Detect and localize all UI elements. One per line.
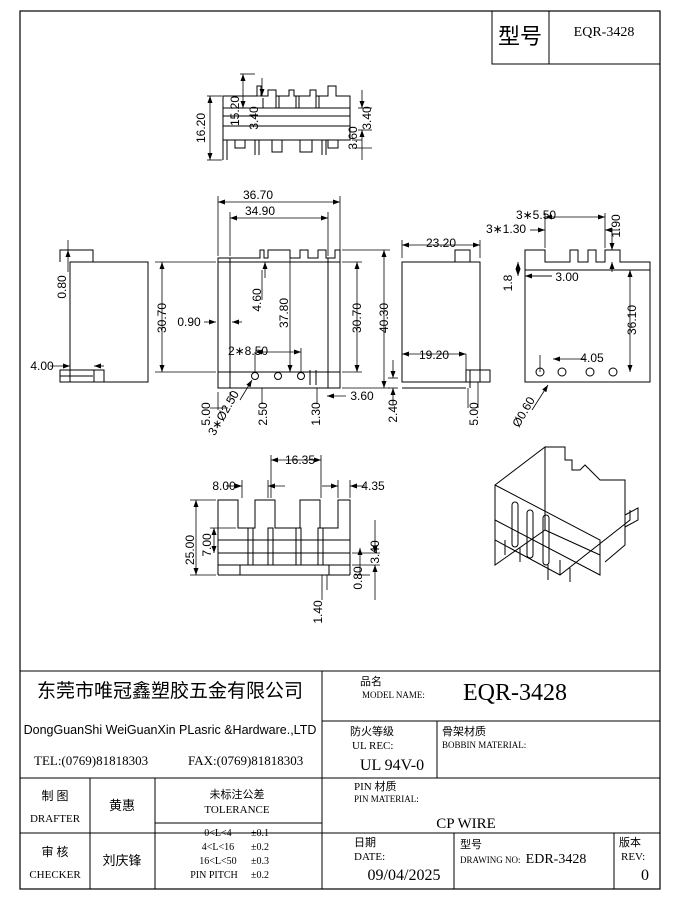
company-name-en: DongGuanShi WeiGuanXin PLasric &Hardware… (24, 723, 317, 737)
dim-37-80: 37.80 (277, 298, 291, 328)
dim-2-50: 2.50 (256, 402, 270, 426)
dim-4-60: 4.60 (250, 288, 264, 312)
dim-4-05: 4.05 (580, 351, 604, 365)
dim-3-40-bottom: 3.40 (368, 540, 382, 564)
dim-1-8: 1.8 (501, 274, 515, 291)
ul-label-cn: 防火等级 (350, 724, 394, 738)
isometric-view (494, 445, 639, 582)
dim-0-90: 0.90 (177, 315, 201, 329)
drafter-name: 黄惠 (109, 798, 135, 813)
bottom-view (217, 499, 351, 576)
dim-5-00-side: 5.00 (467, 402, 481, 426)
dim-30-70-left: 30.70 (155, 303, 169, 333)
dim-15-20: 15.20 (228, 96, 242, 126)
drawing-label-en: DRAWING NO: (460, 855, 521, 865)
model-name-label-en: MODEL NAME: (362, 690, 425, 700)
dim-4-00: 4.00 (30, 359, 54, 373)
right-side-view (401, 249, 491, 389)
right-side-dims (401, 240, 481, 408)
header-box: 型号 EQR-3428 (491, 10, 661, 65)
checker-label-cn: 审 核 (41, 844, 68, 859)
dim-8-00: 8.00 (212, 479, 236, 493)
bottom-view-dims (190, 455, 380, 600)
tolerance-value: ±0.1 (251, 828, 269, 839)
dim-3-40-right: 3.40 (360, 106, 374, 130)
dim-23-20: 23.20 (426, 236, 456, 250)
dim-3x5-50: 3∗5.50 (516, 208, 556, 222)
tolerance-value: ±0.2 (251, 870, 269, 881)
dim-3-00: 3.00 (555, 270, 579, 284)
drafter-label-en: DRAFTER (30, 813, 81, 825)
dim-25-00: 25.00 (183, 535, 197, 565)
dim-7-00: 7.00 (200, 533, 214, 557)
dim-0-80: 0.80 (55, 275, 69, 299)
dim-3-60: 3.60 (346, 126, 360, 150)
dim-3x1-30: 3∗1.30 (486, 222, 526, 236)
dim-5-00-front: 5.00 (199, 402, 213, 426)
tolerance-label-en: TOLERANCE (204, 804, 269, 816)
pin-material-value: CP WIRE (436, 816, 496, 832)
drafter-label-cn: 制 图 (41, 789, 68, 803)
dim-1-40: 1.40 (311, 600, 325, 624)
company-fax: FAX:(0769)81818303 (188, 753, 303, 768)
dim-1-90: 1.90 (609, 214, 623, 238)
ul-label-en: UL REC: (352, 740, 393, 752)
top-view-dims (207, 73, 372, 161)
ul-value: UL 94V-0 (360, 757, 424, 774)
front-view-dims (155, 196, 398, 410)
dim-40-30: 40.30 (377, 303, 391, 333)
drawing-number: EDR-3428 (526, 852, 587, 867)
date-label-en: DATE: (354, 851, 385, 863)
dim-16-35: 16.35 (285, 453, 315, 467)
pin-label-en: PIN MATERIAL: (354, 794, 419, 804)
pin-label-cn: PIN 材质 (354, 779, 396, 793)
dim-19-20: 19.20 (419, 348, 449, 362)
dim-16-20: 16.20 (194, 113, 208, 143)
rev-label-en: REV: (621, 851, 645, 863)
rev-label-cn: 版本 (619, 835, 641, 849)
model-name-value: EQR-3428 (463, 680, 567, 706)
dim-34-90: 34.90 (245, 204, 275, 218)
top-view (222, 85, 351, 160)
title-block (20, 670, 660, 889)
dim-dia-0-60: Ø0.60 (509, 394, 538, 430)
rev-value: 0 (641, 867, 649, 884)
bobbin-label-en: BOBBIN MATERIAL: (442, 740, 526, 750)
dim-0-80-bottom: 0.80 (351, 566, 365, 590)
tolerance-range: 0<L<4 (204, 828, 231, 839)
tolerance-value: ±0.3 (251, 856, 269, 867)
dim-4-35: 4.35 (361, 479, 385, 493)
tolerance-range: PIN PITCH (190, 870, 238, 881)
dim-3-60-front: 3.60 (350, 389, 374, 403)
dim-2-40: 2.40 (386, 399, 400, 423)
dim-30-70-right: 30.70 (350, 303, 364, 333)
date-value: 09/04/2025 (368, 867, 441, 884)
tolerance-range: 16<L<50 (199, 856, 236, 867)
left-side-view (59, 249, 149, 383)
dim-1-30: 1.30 (309, 402, 323, 426)
left-side-dims (50, 240, 104, 369)
sheet-border (19, 10, 661, 890)
tolerance-value: ±0.2 (251, 842, 269, 853)
bobbin-label-cn: 骨架材质 (442, 724, 486, 738)
company-name-cn: 东莞市唯冠鑫塑胶五金有限公司 (37, 680, 303, 702)
model-name-label-cn: 品名 (360, 674, 382, 688)
dim-36-10: 36.10 (625, 305, 639, 335)
tolerance-label-cn: 未标注公差 (210, 787, 265, 801)
checker-label-en: CHECKER (29, 869, 81, 881)
dim-2x8-50: 2∗8.50 (228, 344, 268, 358)
far-right-dims (515, 213, 633, 411)
tolerance-range: 4<L<16 (202, 842, 234, 853)
date-label-cn: 日期 (354, 836, 376, 849)
dim-36-70: 36.70 (243, 188, 273, 202)
drawing-label-cn: 型号 (460, 837, 482, 851)
company-tel: TEL:(0769)81818303 (34, 753, 148, 768)
header-model: EQR-3428 (574, 25, 635, 40)
dim-3-40-top: 3.40 (247, 106, 261, 130)
checker-name: 刘庆锋 (102, 853, 141, 868)
header-type-label: 型号 (498, 24, 542, 49)
